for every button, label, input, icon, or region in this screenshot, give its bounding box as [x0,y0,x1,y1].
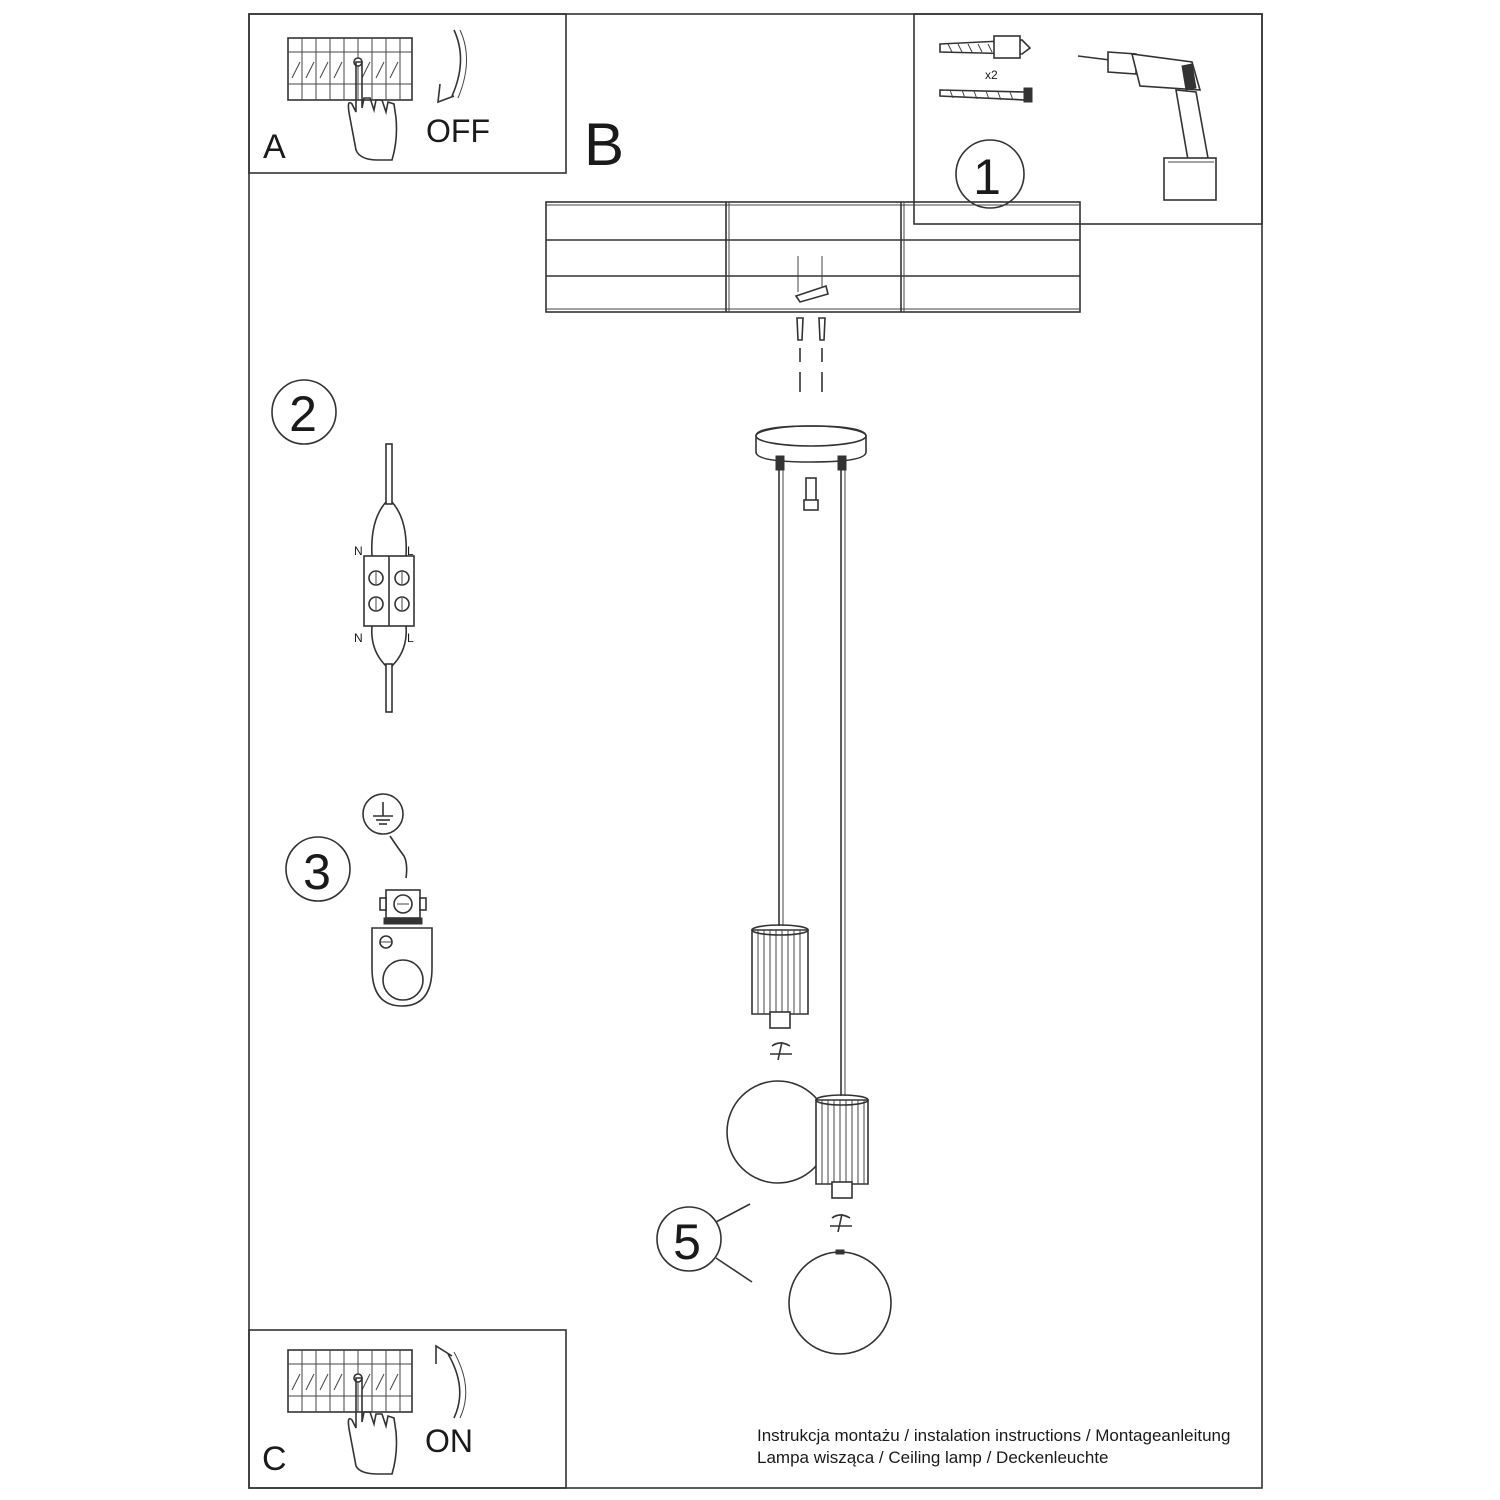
ground-symbol-icon [362,793,404,835]
drill-icon [1077,51,1217,201]
step-5-number: 5 [673,1214,701,1270]
neutral-label-top: N [354,544,363,558]
hand-icon [347,61,398,161]
power-off-label: OFF [426,113,490,149]
fuse-box-icon [287,1349,413,1413]
twist-arrow-icon [830,1213,852,1233]
lamp-holder-left [751,924,809,1061]
step-3-earthing: 3 [285,793,433,1007]
screw-icon [939,87,1033,103]
step-2-wiring: 2 N L N L [271,379,415,713]
twist-arrow-icon [770,1041,792,1061]
fuse-box-icon [287,37,413,101]
hand-icon [347,1377,398,1475]
panel-b-letter: B [584,111,624,178]
lamp-holder-right [815,1094,869,1233]
step-3-number: 3 [303,844,331,900]
footer-instructions-title: Instrukcja montażu / instalation instruc… [757,1426,1230,1445]
step-2-circle [271,379,337,445]
arrow-up-icon [435,1344,461,1419]
step-3-circle [285,836,351,902]
quantity-label: x2 [985,68,998,82]
step-2-number: 2 [289,386,317,442]
earth-terminal-icon [371,889,433,1007]
panel-a-box [248,13,567,174]
step-1-number: 1 [973,149,1001,205]
panel-a-power-off: A OFF [248,13,567,174]
power-on-label: ON [425,1423,473,1459]
live-label-bottom: L [407,631,414,645]
ceiling-section [545,201,1081,313]
step-5-callout: 5 [656,1203,753,1283]
panel-c-box [248,1329,567,1489]
step-5-circle [656,1206,722,1272]
live-label-top: L [407,544,414,558]
terminal-block-icon [363,443,415,713]
arrow-down-icon [437,29,462,104]
ceiling-screws [796,317,826,392]
page-frame [248,13,1263,1489]
panel-tools-box [913,13,1263,225]
mounting-bracket-icon [794,284,829,303]
neutral-label-bottom: N [354,631,363,645]
glass-ball-right [788,1251,892,1355]
panel-c-letter: C [262,1440,287,1478]
ceiling-canopy [755,425,867,511]
wall-plug-icon [939,35,1032,59]
canopy-screw-icon [805,477,817,503]
glass-ball-left [726,1080,830,1184]
panel-tools: x2 1 [913,13,1263,225]
panel-c-power-on: C ON [248,1329,567,1489]
footer-product-name: Lampa wisząca / Ceiling lamp / Deckenleu… [757,1448,1109,1467]
step-1-circle [955,139,1025,209]
panel-a-letter: A [263,128,286,166]
